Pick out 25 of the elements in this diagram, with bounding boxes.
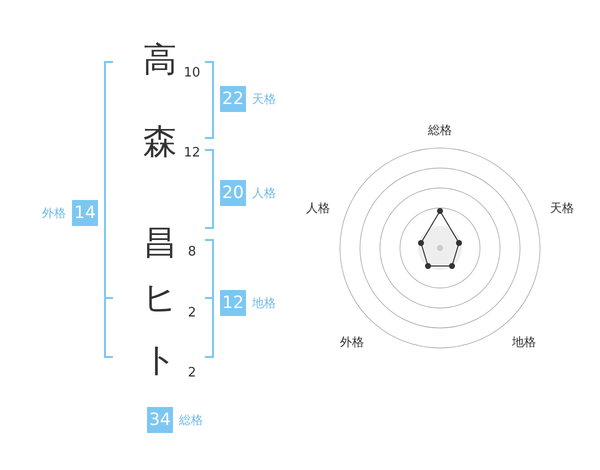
score-badge: 34 [147,407,173,433]
stroke-count: 2 [188,366,196,380]
score-label: 地格 [252,297,276,309]
name-character: 高 [143,43,177,77]
score-label: 総格 [179,414,203,426]
stroke-count: 8 [188,246,196,258]
score-label: 人格 [252,187,276,199]
stroke-count: 10 [184,66,200,80]
stroke-count: 2 [188,306,196,320]
score-label: 天格 [252,93,276,105]
name-character: ト [142,343,178,377]
axis-label: 地格 [512,336,536,348]
name-character: 昌 [143,226,177,260]
axis-label: 外格 [340,336,364,348]
score-badge: 20 [220,180,246,206]
axis-label: 天格 [550,202,574,214]
name-character: ヒ [142,281,178,315]
score-badge: 22 [220,86,246,112]
score-badge: 12 [220,290,246,316]
score-label: 外格 [42,207,66,219]
name-character: 森 [143,125,177,159]
axis-label: 人格 [306,202,330,214]
score-badge: 14 [72,200,98,226]
axis-label: 総格 [428,124,452,136]
stroke-count: 12 [184,146,200,160]
